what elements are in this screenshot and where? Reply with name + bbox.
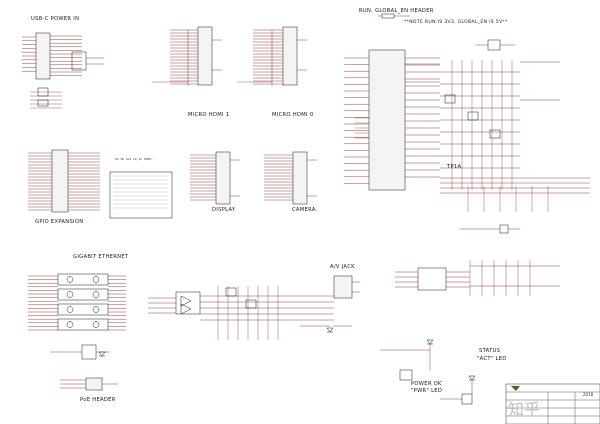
ethernet-led-driver (81, 344, 97, 360)
act-led-mosfet (461, 393, 473, 405)
transformer-coil (66, 306, 74, 313)
av-jack-diode (326, 327, 334, 333)
ethernet-magnetics (57, 318, 109, 331)
title-block (505, 383, 600, 424)
run-header-title: RUN, GLOBAL_EN HEADER (359, 8, 434, 14)
micro-hdmi-1-connector (197, 26, 213, 86)
gpio-expansion-title: GPIO EXPANSION (35, 219, 84, 225)
usb-c-power-in-title: USB-C POWER IN (31, 16, 80, 22)
reset-mosfet (499, 224, 509, 234)
usb-c-protection-ic (71, 51, 87, 71)
crystal (487, 39, 501, 51)
poe-header-title: PoE HEADER (80, 397, 116, 403)
pmic-inductor (489, 129, 501, 139)
micro-hdmi-0-connector (282, 26, 298, 86)
transformer-coil (66, 291, 74, 298)
audio-buffer-amp (180, 295, 192, 307)
pwr-led-mosfet (399, 369, 413, 381)
pwr-led-label: "PWR" LED (411, 388, 443, 394)
audio-resistor (245, 299, 257, 309)
poe-header-connector (85, 377, 103, 391)
audio-resistor (225, 287, 237, 297)
ethernet-magnetics (57, 273, 109, 286)
transformer-coil (66, 276, 74, 283)
pwr-led (426, 339, 434, 345)
transformer-coil (92, 276, 100, 283)
zhihu-watermark: 知乎 (508, 400, 541, 419)
act-led-label: "ACT" LED (477, 356, 507, 362)
transformer-coil (92, 306, 100, 313)
title-block-date: 2018 (583, 392, 594, 397)
gpio-header (51, 149, 69, 213)
pmic-inductor (444, 94, 456, 104)
transformer-coil (92, 321, 100, 328)
pmic-inductor (467, 111, 479, 121)
power-ok-label: POWER OK (411, 381, 442, 387)
run-header-connector (381, 13, 395, 19)
audio-buffer-amp (180, 303, 192, 315)
av-jack-title: A/V JACK (330, 264, 355, 270)
ethernet-magnetics (57, 303, 109, 316)
display-connector (215, 151, 231, 205)
transformer-coil (92, 291, 100, 298)
micro-hdmi-0-title: MICRO HDMI 0 (272, 112, 314, 118)
status-label: STATUS (479, 348, 501, 354)
camera-title: CAMERA (292, 207, 316, 213)
run-header-note: **NOTE RUN IS 3V3, GLOBAL_EN IS 5V** (404, 20, 508, 25)
gpio-note-title: ID_SD and ID_SC PINS: (115, 157, 153, 161)
esd-diode-array (37, 99, 49, 107)
camera-connector (292, 151, 308, 205)
micro-hdmi-1-title: MICRO HDMI 1 (188, 112, 230, 118)
pmic-reference: TP1A (447, 164, 462, 170)
logo-mark (511, 386, 520, 391)
ethernet-magnetics (57, 288, 109, 301)
act-led (468, 375, 476, 381)
pmic-ic (368, 49, 406, 191)
transformer-coil (66, 321, 74, 328)
av-jack-connector (333, 275, 353, 299)
usb-c-connector (35, 32, 51, 80)
ldo-regulator (417, 267, 447, 291)
ethernet-led (98, 351, 106, 357)
gigabit-ethernet-title: GIGABIT ETHERNET (73, 254, 129, 260)
gpio-note-box (109, 171, 173, 219)
display-title: DISPLAY (212, 207, 236, 213)
